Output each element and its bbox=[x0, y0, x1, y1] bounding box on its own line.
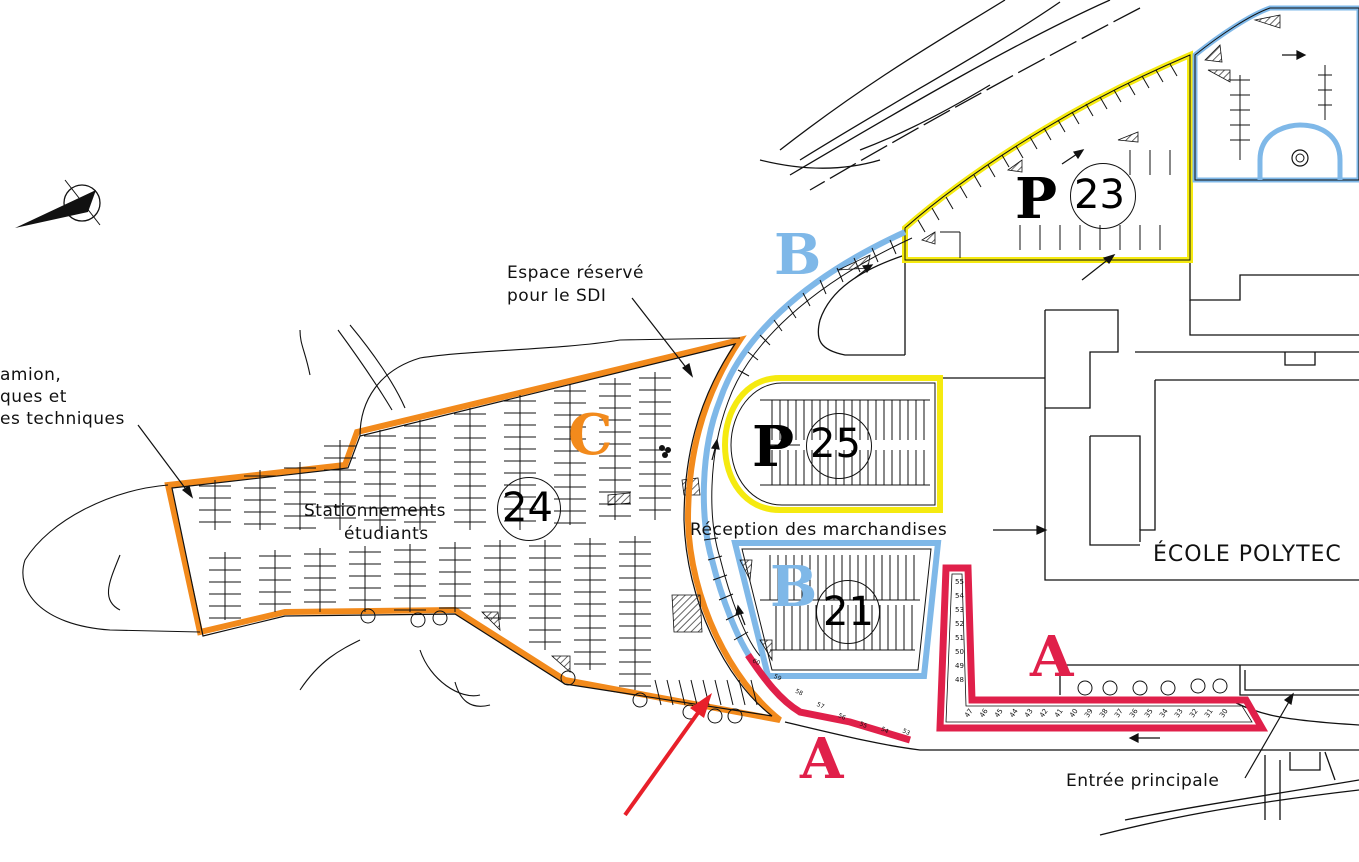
stall-number: 52 bbox=[955, 620, 964, 628]
stall-number: 48 bbox=[955, 676, 964, 684]
label-ecole: ÉCOLE POLYTEC bbox=[1153, 542, 1342, 567]
stall-number: 39 bbox=[1083, 707, 1095, 719]
highlight-arrow bbox=[623, 693, 712, 817]
parking-p-25: P bbox=[752, 414, 795, 480]
parking-stall-line bbox=[678, 679, 686, 706]
label-etudiants: étudiants bbox=[344, 524, 429, 544]
lot-number-24: 24 bbox=[502, 485, 553, 531]
parking-stall-line bbox=[666, 679, 674, 706]
stall-number: 31 bbox=[1203, 707, 1215, 719]
parking-stall-line bbox=[738, 679, 746, 706]
zone-a-label-right: A bbox=[1030, 624, 1074, 690]
lot-number-25-circle bbox=[806, 413, 872, 479]
lot-number-21: 21 bbox=[823, 589, 874, 635]
stall-number: 36 bbox=[1128, 707, 1140, 719]
stall-number: 45 bbox=[993, 707, 1005, 719]
label-camion-line2: ques et bbox=[0, 387, 67, 407]
zone-a-label-bottom: A bbox=[800, 726, 844, 792]
stall-number: 46 bbox=[978, 707, 990, 719]
stall-number: 40 bbox=[1068, 707, 1080, 719]
terrain-lines bbox=[22, 324, 741, 707]
lot-number-23-circle bbox=[1070, 163, 1136, 229]
lot-number-23: 23 bbox=[1074, 172, 1125, 218]
stall-number: 44 bbox=[1008, 707, 1020, 719]
label-leaders bbox=[137, 297, 1294, 779]
parking-p-23: P bbox=[1015, 166, 1058, 232]
parking-stall-line bbox=[714, 679, 722, 706]
stall-number: 32 bbox=[1188, 707, 1200, 719]
label-sdi-line2: pour le SDI bbox=[507, 286, 607, 306]
stall-number: 38 bbox=[1098, 707, 1110, 719]
stall-number: 55 bbox=[858, 721, 868, 731]
lot-top-blue bbox=[1192, 5, 1359, 183]
lot-number-24-circle bbox=[497, 477, 561, 541]
parking-stall-line bbox=[750, 679, 758, 706]
stall-number: 50 bbox=[955, 648, 964, 656]
parking-stall-line bbox=[726, 679, 734, 706]
stall-number: 37 bbox=[1113, 707, 1125, 719]
stall-number: 53 bbox=[955, 606, 964, 614]
stall-number: 49 bbox=[955, 662, 964, 670]
stall-number: 34 bbox=[1158, 707, 1170, 719]
lot-24 bbox=[164, 335, 782, 724]
stall-number: 54 bbox=[955, 592, 964, 600]
stall-number: 33 bbox=[1173, 707, 1185, 719]
stall-number: 35 bbox=[1143, 707, 1155, 719]
stall-number: 55 bbox=[955, 578, 964, 586]
stall-number: 54 bbox=[880, 726, 890, 736]
lot-number-21-circle bbox=[816, 580, 880, 644]
lot-23 bbox=[902, 50, 1193, 281]
road-lines bbox=[759, 0, 1359, 836]
stall-number: 59 bbox=[773, 673, 783, 683]
stall-number: 51 bbox=[955, 634, 964, 642]
north-arrow-icon bbox=[15, 179, 101, 228]
stall-number: 60 bbox=[751, 657, 761, 667]
zone-c-label: C bbox=[568, 402, 613, 468]
stall-number: 43 bbox=[1023, 707, 1035, 719]
stall-number: 47 bbox=[963, 707, 975, 719]
parking-stall-line bbox=[690, 679, 698, 706]
label-camion-line3: es techniques bbox=[0, 409, 125, 429]
zone-b-label-top: B bbox=[774, 222, 822, 288]
lot-number-25: 25 bbox=[810, 421, 861, 467]
label-stationnements: Stationnements bbox=[304, 501, 446, 521]
label-sdi-line1: Espace réservé bbox=[507, 263, 644, 283]
label-camion-line1: amion, bbox=[0, 365, 62, 385]
stall-number: 41 bbox=[1053, 707, 1065, 719]
label-entree: Entrée principale bbox=[1066, 771, 1220, 791]
zone-b-curve-strip bbox=[681, 229, 913, 662]
stall-number: 42 bbox=[1038, 707, 1050, 719]
stall-number: 53 bbox=[901, 727, 911, 737]
stall-number: 58 bbox=[794, 688, 804, 698]
stall-number: 57 bbox=[815, 701, 825, 711]
stall-number: 30 bbox=[1218, 707, 1230, 719]
zone-b-label-lot21: B bbox=[770, 554, 818, 620]
stall-number: 56 bbox=[837, 712, 847, 722]
label-reception: Réception des marchandises bbox=[690, 520, 948, 540]
building-outlines bbox=[904, 259, 1359, 820]
parking-stall-line bbox=[654, 679, 662, 706]
